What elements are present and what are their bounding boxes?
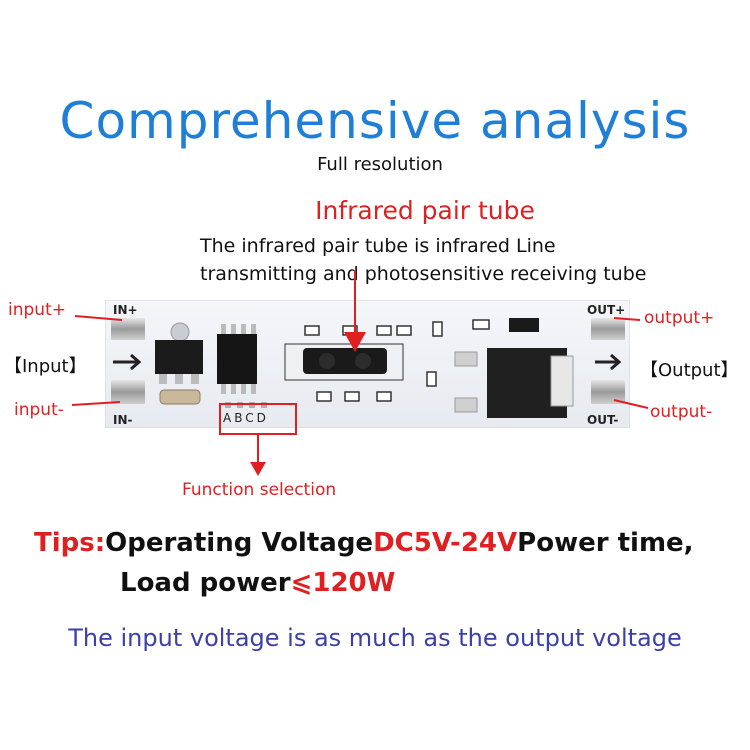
function-selection-label: Function selection [182,480,337,500]
selector-letters: ABCD [223,411,269,425]
tips-text3: Load power [120,568,291,598]
circuit-board: IN+ IN- OUT+ OUT- ABCD [105,300,630,428]
tips-prefix: Tips: [34,528,106,558]
label-input: 【Input】 [4,356,87,377]
infrared-heading: Infrared pair tube [315,196,535,225]
in-minus-pad [111,380,145,404]
out-minus-pad [591,380,625,404]
in-minus-text: IN- [113,413,133,427]
out-plus-text: OUT+ [587,303,625,317]
arrow-down-icon-2 [250,462,266,476]
arrow-down-icon [344,332,366,352]
tips-text2: Power time, [517,528,694,558]
infrared-description: The infrared pair tube is infrared Line … [200,232,740,288]
subtitle: Full resolution [317,154,443,175]
tips-voltage: DC5V-24V [373,528,518,558]
infrared-desc-line2: transmitting and photosensitive receivin… [200,263,647,285]
bottom-note: The input voltage is as much as the outp… [68,624,682,652]
label-input-plus: input+ [8,300,66,320]
label-output-plus: output+ [644,308,715,328]
label-output-minus: output- [650,402,713,422]
label-input-minus: input- [14,400,64,420]
infrared-desc-line1: The infrared pair tube is infrared Line [200,235,556,257]
tips-line1: Tips:Operating VoltageDC5V-24VPower time… [34,528,694,558]
tips-text1: Operating Voltage [105,528,374,558]
in-plus-text: IN+ [113,303,138,317]
label-output: 【Output】 [640,360,739,381]
out-plus-pad [591,318,625,340]
tips-power: ⩽120W [290,568,396,598]
out-minus-text: OUT- [587,413,618,427]
in-plus-pad [111,318,145,340]
tips-line2: Load power⩽120W [120,568,395,598]
page-title: Comprehensive analysis [59,92,691,150]
